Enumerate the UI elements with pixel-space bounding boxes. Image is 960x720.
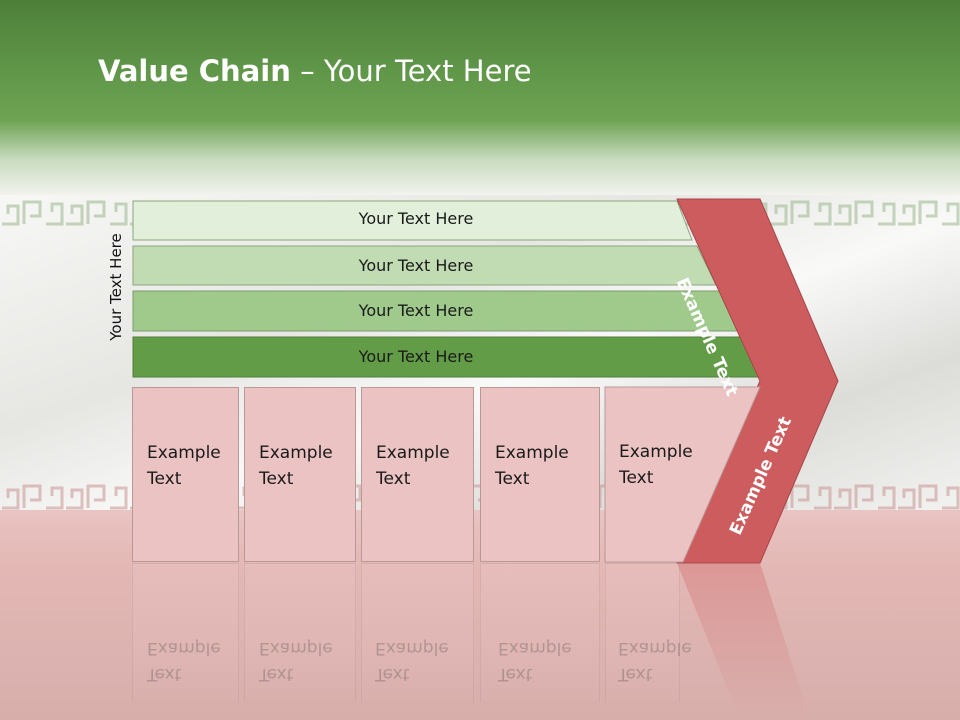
support-band-1 <box>132 200 693 241</box>
reflection-column <box>480 563 600 703</box>
reflection-column <box>244 563 356 703</box>
primary-activity-column-1: Example Text <box>132 387 239 562</box>
column-text-line1: Example <box>376 443 450 463</box>
support-band-label-1: Your Text Here <box>358 209 474 228</box>
page-title: Value Chain – Your Text Here <box>98 54 798 88</box>
reflection-column <box>361 563 474 703</box>
title-bold: Value Chain <box>98 54 291 88</box>
primary-activity-column-3: Example Text <box>361 387 474 562</box>
support-band-label-2: Your Text Here <box>358 256 474 275</box>
title-separator: – <box>290 54 324 88</box>
support-band-label-3: Your Text Here <box>358 301 474 320</box>
column-text-line2: Text <box>619 468 654 488</box>
column-text-line2: Text <box>495 469 530 489</box>
reflection-chevron <box>677 563 810 720</box>
header-background <box>0 0 960 195</box>
column-text-line1: Example <box>147 443 221 463</box>
column-text-line2: Text <box>147 469 182 489</box>
column-text-line1: Example <box>259 443 333 463</box>
last-column-slant <box>604 386 761 563</box>
primary-activity-column-2: Example Text <box>244 387 356 562</box>
column-text-line2: Text <box>259 469 294 489</box>
reflection-column <box>132 563 239 703</box>
reflection-column <box>605 563 680 703</box>
column-text-line2: Text <box>376 469 411 489</box>
column-text-line1: Example <box>495 443 569 463</box>
column-text-line1: Example <box>619 442 693 462</box>
primary-activity-column-4: Example Text <box>480 387 600 562</box>
primary-activity-column-5: Example Text <box>605 387 705 562</box>
support-band-label-4: Your Text Here <box>358 347 474 366</box>
title-rest: Your Text Here <box>323 54 532 88</box>
